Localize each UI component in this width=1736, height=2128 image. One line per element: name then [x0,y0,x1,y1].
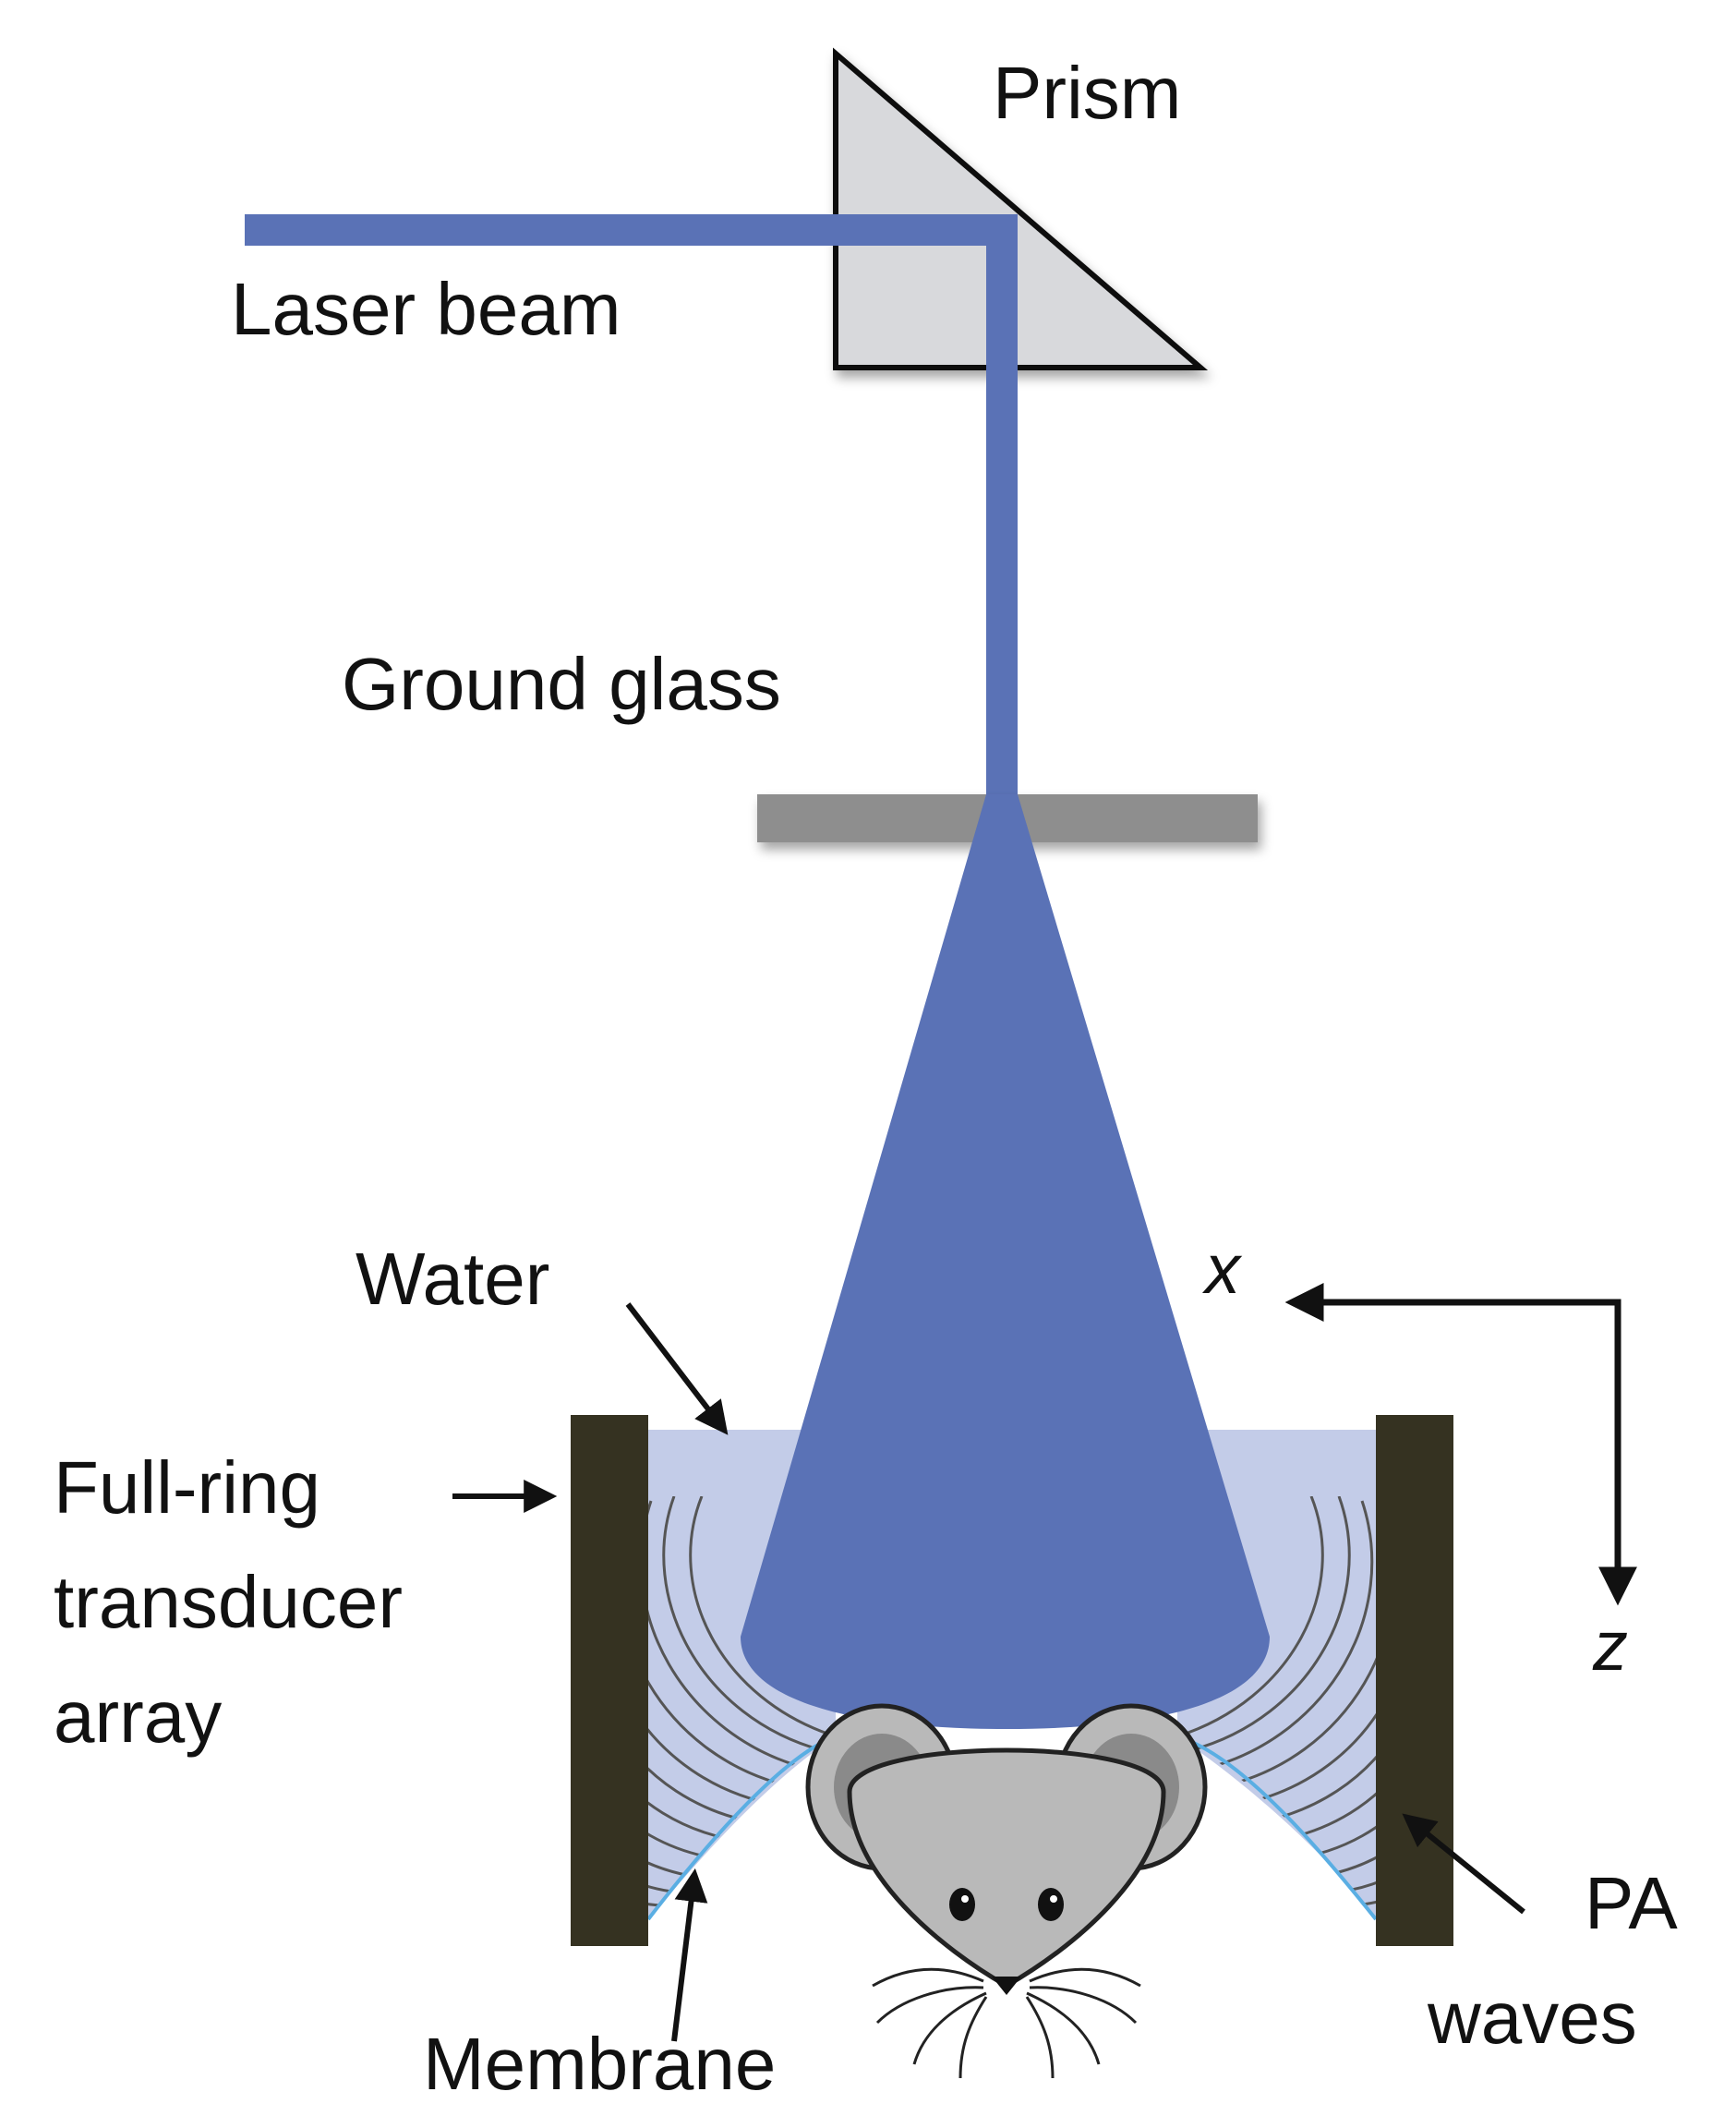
full-ring-label-2: transducer [54,1561,403,1643]
prism [833,47,1209,370]
axis-z-label: z [1592,1607,1628,1686]
full-ring-label-1: Full-ring [54,1446,320,1529]
axes [1284,1283,1637,1606]
laser-beam [245,214,1018,794]
water-arrow [625,1302,729,1435]
light-cone [741,794,1270,1729]
full-ring-label-3: array [54,1675,222,1758]
axis-x-label: x [1201,1230,1243,1309]
laser-beam-label: Laser beam [231,268,621,350]
water-label: Water [356,1238,549,1320]
membrane-label: Membrane [423,2023,776,2105]
transducer-right [1376,1415,1453,1946]
membrane-arrow [671,1868,708,2042]
mouse [805,1703,1208,2079]
pa-waves-arrow [1402,1813,1525,1915]
ground-glass-label: Ground glass [342,643,781,725]
prism-label: Prism [993,52,1181,134]
pa-label-1: PA [1585,1862,1678,1944]
pa-label-2: waves [1427,1977,1637,2059]
transducer-left [571,1415,648,1946]
